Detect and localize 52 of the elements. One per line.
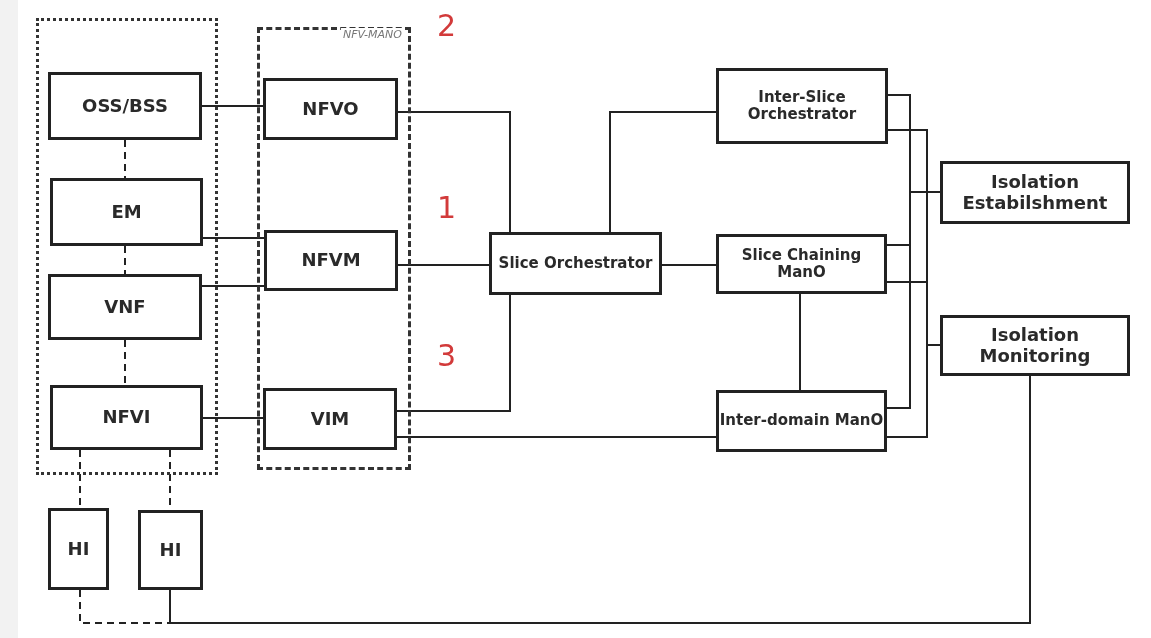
process-box (264, 230, 398, 291)
process-box (716, 68, 888, 144)
box-label: NFVO (302, 98, 359, 120)
connector-line (124, 139, 126, 179)
box-label: HI (67, 538, 90, 560)
connector-line (661, 264, 717, 266)
connector-line (799, 293, 801, 391)
process-box (489, 232, 662, 295)
callout-number: 2 (437, 8, 457, 43)
process-box (50, 178, 203, 246)
connector-line (124, 245, 126, 275)
connector-line (396, 294, 511, 412)
process-box (263, 388, 397, 450)
connector-line (397, 111, 511, 233)
process-box (940, 161, 1130, 224)
connector-line (124, 339, 126, 386)
callout-number: 3 (437, 338, 457, 373)
connector-line (202, 237, 265, 239)
connector-line (201, 285, 265, 287)
box-label: Isolation Estabilshment (961, 171, 1109, 214)
box-label: NFVM (301, 250, 361, 271)
connector-line (201, 105, 264, 107)
connector-line (609, 111, 717, 233)
dashed-group-frame (36, 18, 218, 475)
process-box (48, 72, 202, 140)
process-box (940, 315, 1130, 376)
dashed-group-frame (257, 27, 411, 470)
box-label: EM (111, 201, 142, 223)
process-box (48, 508, 109, 590)
box-label: Slice Chaining ManO (740, 246, 863, 282)
box-label: Inter-domain ManO (719, 412, 884, 430)
process-box (716, 234, 887, 294)
process-box (50, 385, 203, 450)
process-box (716, 390, 887, 452)
box-label: Slice Orchestrator (498, 254, 653, 273)
box-label: Inter-Slice Orchestrator (746, 88, 858, 124)
box-label: Isolation Monitoring (978, 324, 1092, 367)
box-label: OSS/BSS (82, 95, 168, 117)
box-label: NFVI (102, 407, 151, 428)
group-title: NFV-MANO (341, 28, 404, 41)
box-label: VIM (310, 408, 350, 430)
connector-line (886, 344, 941, 438)
connector-line (396, 436, 717, 438)
process-box (263, 78, 398, 140)
box-label: VNF (104, 296, 146, 318)
connector-line (397, 264, 490, 266)
connector-line (202, 417, 264, 419)
callout-number: 1 (437, 190, 457, 225)
connector-line (886, 191, 941, 409)
box-label: HI (159, 539, 182, 561)
process-box (138, 510, 203, 590)
process-box (48, 274, 202, 340)
